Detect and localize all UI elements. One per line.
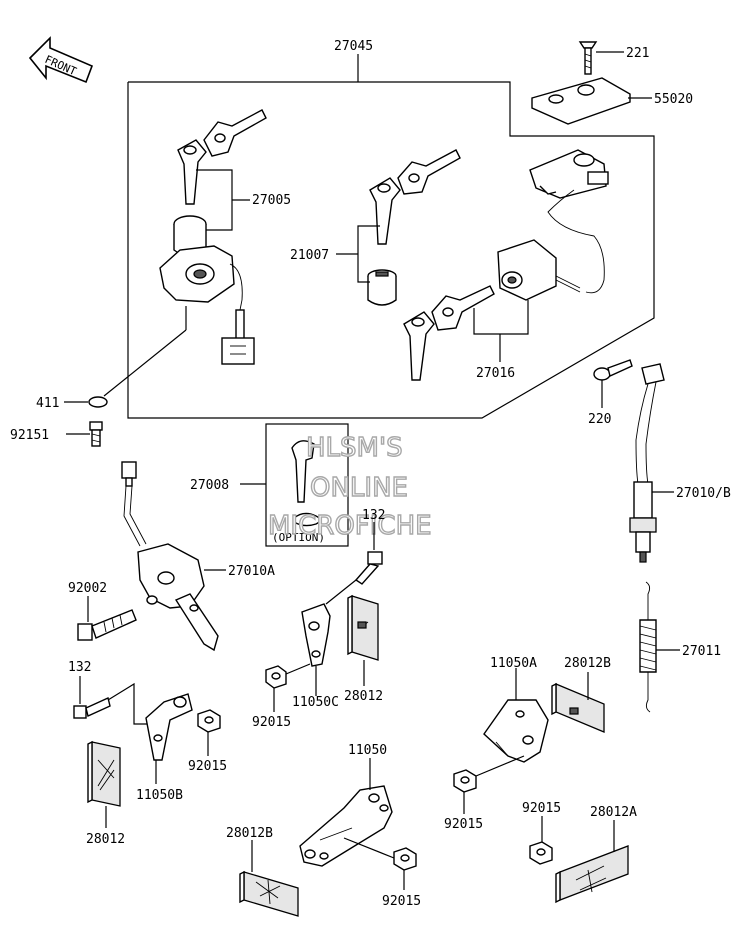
blank-key-27008-icon [291,440,321,527]
washer-411-icon [88,396,108,408]
nut-92015-b-icon [197,709,221,733]
bracket-11050b-icon [145,693,193,761]
leader-411-to-switch [103,329,187,397]
label-27010a: 27010A [228,564,275,579]
bracket-11050-icon [299,785,393,867]
bracket-11050a-icon [483,699,549,763]
label-132-top: 132 [362,508,385,523]
helmet-lock-27016-icon [497,239,581,301]
label-27045: 27045 [334,39,373,54]
label-92015c: 92015 [382,894,421,909]
label-11050: 11050 [348,743,387,758]
leader-92015d-to-bracket [475,755,525,777]
assembly-outline-27045 [127,81,655,419]
key-set-21007-icon [369,149,461,245]
label-11050c: 11050C [292,695,339,710]
lock-cylinder-21007-icon [367,269,397,306]
neutral-switch-27010b-icon [629,363,665,563]
bolt-132-top-icon [354,551,383,585]
label-92015e: 92015 [522,801,561,816]
label-92151: 92151 [10,428,49,443]
label-27008: 27008 [190,478,229,493]
watermark-line3: MICROFICHE [268,511,432,541]
label-11050b: 11050B [136,788,183,803]
label-92015d: 92015 [444,817,483,832]
label-28012b-right: 28012B [564,656,611,671]
bracket-plate-55020-icon [531,77,631,125]
spring-27011-icon [639,581,657,713]
option-box-27008 [265,423,349,547]
key-set-27005-icon [177,109,267,205]
label-27016: 27016 [476,366,515,381]
reflector-28012-top-icon [347,594,379,661]
label-220: 220 [588,412,611,427]
nut-92015-a-icon [265,665,287,689]
reflector-28012b-right-icon [551,682,605,733]
leader-132-to-11050c [325,579,357,605]
leader-92015a-to-bracket [285,663,311,675]
watermark: HLSM'S ONLINE MICROFICHE [267,432,432,541]
label-55020: 55020 [654,92,693,107]
nut-92015-d-icon [453,769,477,793]
stop-switch-27010a-icon [121,461,219,652]
watermark-line1: HLSM'S [306,433,403,463]
label-411: 411 [36,396,59,411]
reflector-28012-left-icon [87,740,121,807]
key-set-27016-icon [403,285,495,381]
label-28012a: 28012A [590,805,637,820]
label-92015b: 92015 [188,759,227,774]
nut-92015-c-icon [393,847,417,871]
leader-92015c-to-bracket [343,837,395,859]
screw-220-icon [593,359,633,381]
seat-lock-housing-icon [529,149,609,294]
bolt-92002-icon [77,609,137,641]
bolt-132-bottom-icon [73,697,111,719]
label-27010b: 27010/B [676,486,731,501]
label-132-bottom: 132 [68,660,91,675]
label-28012b-bottom: 28012B [226,826,273,841]
screw-221-icon [578,41,598,75]
leader-132-to-11050b [107,682,150,725]
label-option: (OPTION) [272,531,325,544]
reflector-28012a-icon [555,845,629,904]
label-28012-left: 28012 [86,832,125,847]
label-27005: 27005 [252,193,291,208]
nut-92015-e-icon [529,841,553,865]
front-arrow-icon: FRONT [28,36,94,84]
watermark-line2: ONLINE [310,473,408,503]
bolt-92151-icon [89,421,103,447]
label-221: 221 [626,46,649,61]
bracket-27016 [473,300,529,335]
label-92015a: 92015 [252,715,291,730]
label-28012-top: 28012 [344,689,383,704]
ignition-switch-body-icon [159,215,255,365]
label-92002: 92002 [68,581,107,596]
reflector-28012b-bottom-icon [239,870,299,917]
label-11050a: 11050A [490,656,537,671]
label-21007: 21007 [290,248,329,263]
label-27011: 27011 [682,644,721,659]
bracket-11050c-icon [301,603,331,667]
